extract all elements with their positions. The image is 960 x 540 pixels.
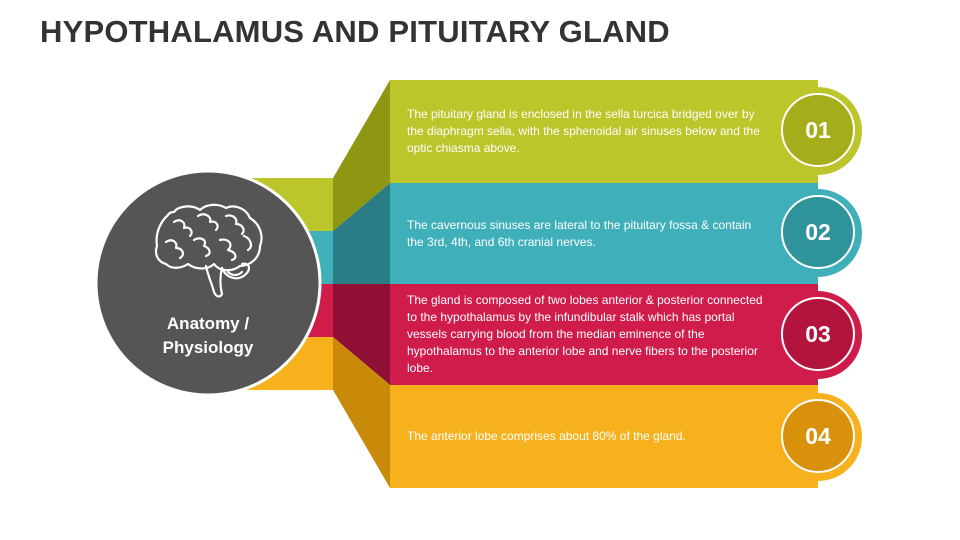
banner-1: [390, 80, 818, 183]
number-circle-4: [781, 399, 855, 473]
fan-panel-2: [333, 183, 390, 284]
fan-panel-4: [333, 337, 390, 488]
slide-title: HYPOTHALAMUS AND PITUITARY GLAND: [40, 14, 670, 49]
banner-4: [390, 385, 818, 488]
item-number-4: 04: [805, 422, 831, 449]
number-circle-1: [781, 93, 855, 167]
brain-icon: [154, 203, 263, 298]
item-text-2: The cavernous sinuses are lateral to the…: [407, 217, 752, 249]
number-circle-3: [781, 297, 855, 371]
item-number-3: 03: [805, 320, 831, 347]
fan-panel-1: [333, 80, 390, 231]
banner-3: [390, 284, 818, 385]
hub-label-line-1: Anatomy /: [166, 314, 250, 333]
item-number-2: 02: [805, 218, 831, 245]
hub-circle: [94, 169, 322, 397]
fan-panel-3: [333, 284, 390, 385]
item-number-1: 01: [805, 116, 831, 143]
number-circle-2: [781, 195, 855, 269]
banner-2: [390, 183, 818, 284]
item-text-4: The anterior lobe comprises about 80% of…: [407, 429, 686, 443]
hub-label-line-2: Physiology: [162, 338, 254, 357]
item-text-1: The pituitary gland is enclosed in the s…: [407, 107, 760, 155]
hub-label: Anatomy / Physiology: [120, 312, 296, 360]
item-text-3: The gland is composed of two lobes anter…: [407, 293, 763, 375]
